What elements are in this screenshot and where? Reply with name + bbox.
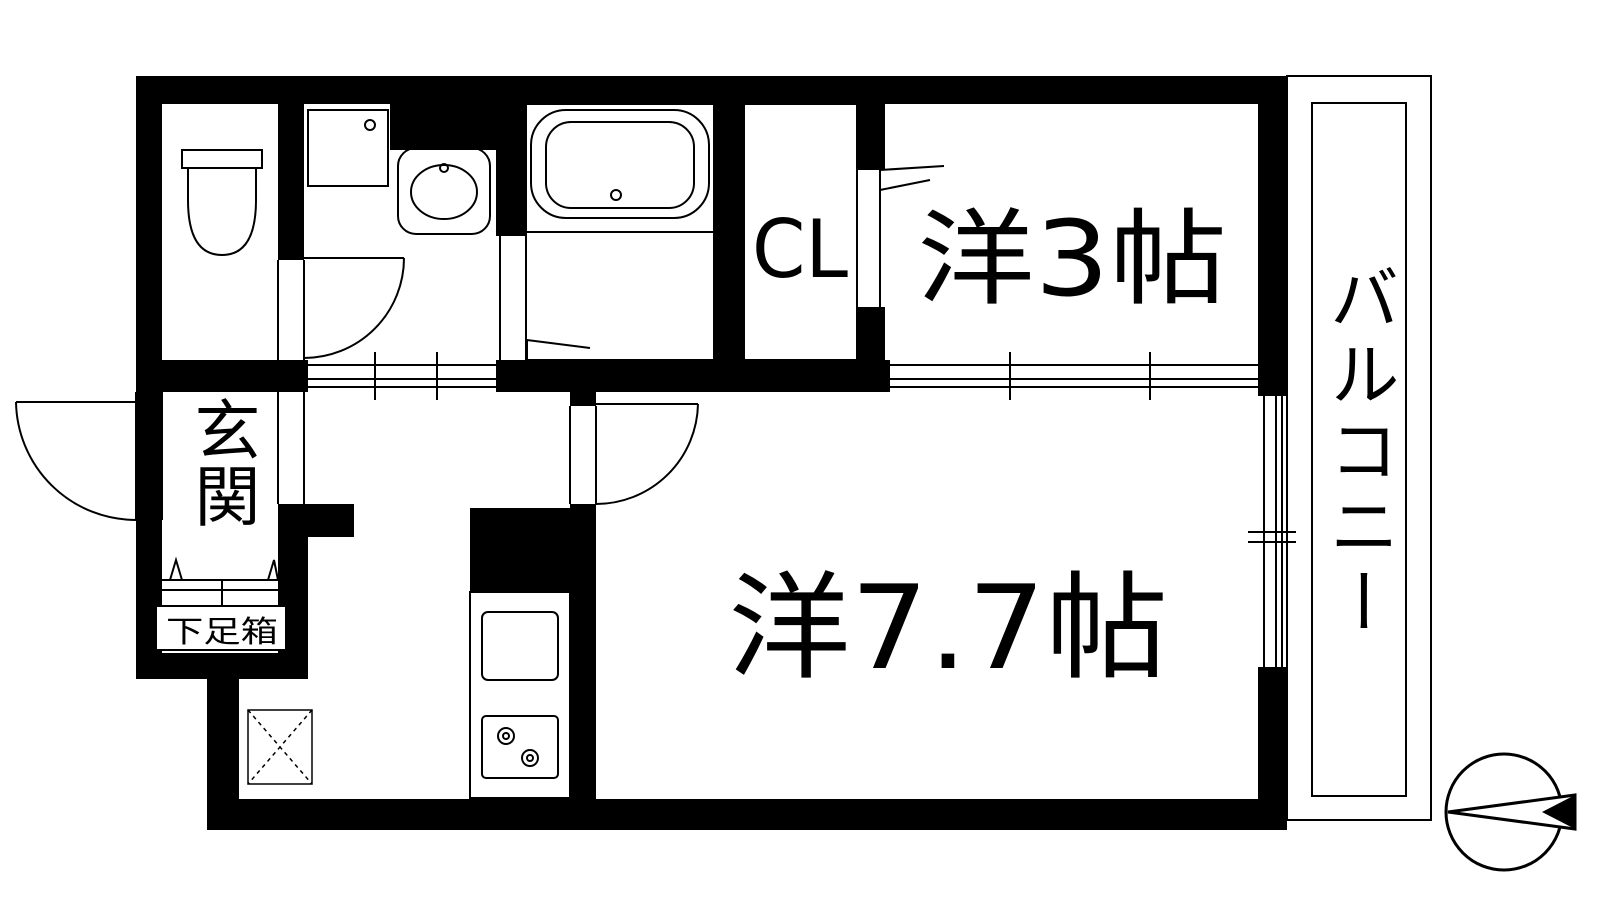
compass-arrow-icon [1444,752,1577,872]
shoe-cabinet [155,605,287,651]
sink [397,147,491,235]
room-western-small-label: 洋3帖 [917,198,1227,320]
closet [743,103,945,361]
room-western-main-label: 洋7.7帖 [728,561,1168,696]
sliding-door-room3 [885,352,1258,400]
bathtub [525,103,715,361]
refrigerator-space [247,709,313,785]
toilet [162,104,305,360]
balcony [1286,75,1432,821]
entrance-label: 玄関 [184,396,261,528]
closet-label: CL [752,203,848,296]
entrance-door [15,392,163,521]
balcony-window [1248,396,1296,667]
bath-door [499,236,591,360]
sliding-door-wash-to-hall [308,352,496,400]
balcony-label: バルコニー [1318,262,1400,642]
shoe-cabinet-label: 下足箱 [166,615,278,650]
interior-walls [162,104,890,804]
exterior-walls [136,76,1287,830]
toilet-door [303,257,405,359]
room-door [569,403,699,505]
entrance-area [162,392,305,606]
washing-machine [307,109,389,187]
kitchen-counter [469,591,571,799]
